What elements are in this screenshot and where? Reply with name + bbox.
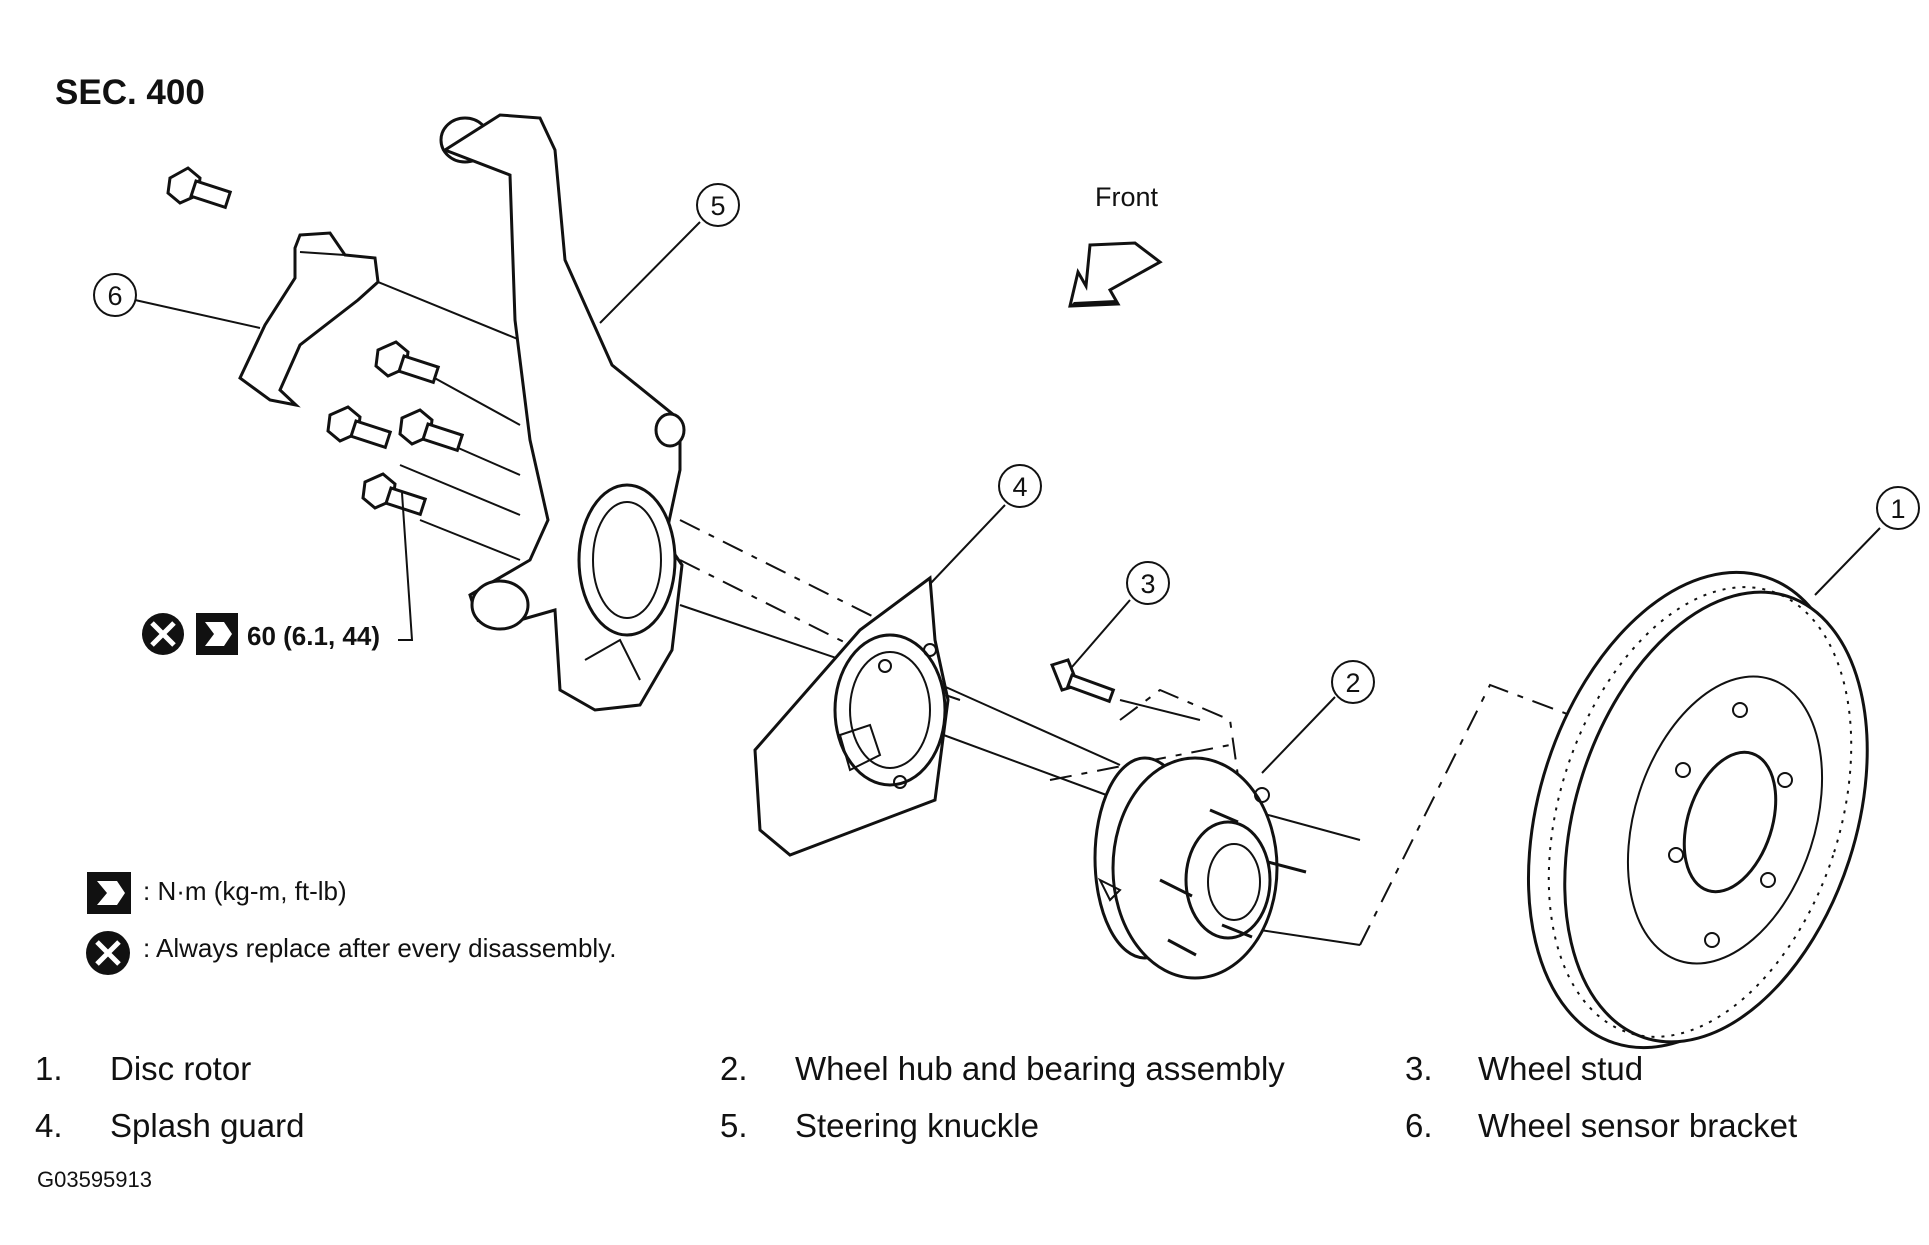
section-label: SEC. 400: [55, 73, 205, 112]
replace-legend-icon: [86, 931, 130, 975]
list-item: 6. Wheel sensor bracket: [1405, 1107, 1797, 1144]
svg-text:1.: 1.: [35, 1050, 63, 1087]
list-item: 5. Steering knuckle: [720, 1107, 1039, 1144]
torque-legend-icon: [87, 872, 131, 914]
svg-text:4: 4: [1012, 472, 1027, 502]
svg-text:3.: 3.: [1405, 1050, 1433, 1087]
callout-6: 6: [93, 273, 261, 329]
callout-4: 4: [929, 464, 1042, 585]
legend-torque-unit: : N·m (kg-m, ft-lb): [143, 876, 347, 906]
callout-5: 5: [599, 183, 740, 324]
knuckle-bolts: [326, 340, 465, 517]
list-item: 1. Disc rotor: [35, 1050, 251, 1087]
svg-text:Splash guard: Splash guard: [110, 1107, 304, 1144]
front-label: Front: [1095, 182, 1159, 212]
wheel-stud: [1050, 658, 1116, 704]
callout-1: 1: [1814, 486, 1920, 596]
svg-text:2: 2: [1345, 668, 1360, 698]
wheel-hub-bearing: [1093, 756, 1307, 980]
disc-rotor: [1526, 570, 1869, 1050]
svg-text:6: 6: [107, 281, 122, 311]
bracket-bolt: [166, 166, 233, 210]
wheel-sensor-bracket: [238, 231, 380, 408]
svg-text:Steering knuckle: Steering knuckle: [795, 1107, 1039, 1144]
svg-text:Wheel hub and bearing assembly: Wheel hub and bearing assembly: [795, 1050, 1285, 1087]
steering-knuckle: [439, 113, 686, 712]
list-item: 4. Splash guard: [35, 1107, 304, 1144]
svg-text:1: 1: [1890, 494, 1905, 524]
splash-guard: [753, 575, 950, 857]
svg-text:5: 5: [710, 191, 725, 221]
parts-list: 1. Disc rotor 2. Wheel hub and bearing a…: [35, 1050, 1797, 1144]
svg-text:3: 3: [1140, 569, 1155, 599]
legend: : N·m (kg-m, ft-lb) : Always replace aft…: [86, 872, 616, 975]
legend-replace-note: : Always replace after every disassembly…: [143, 933, 616, 963]
svg-text:5.: 5.: [720, 1107, 748, 1144]
figure-id: G03595913: [37, 1167, 152, 1192]
callout-3: 3: [1071, 561, 1170, 668]
assembly-lines: [377, 281, 1571, 946]
svg-text:Disc rotor: Disc rotor: [110, 1050, 251, 1087]
svg-text:Wheel stud: Wheel stud: [1478, 1050, 1643, 1087]
svg-text:4.: 4.: [35, 1107, 63, 1144]
front-arrow-icon: [1068, 241, 1163, 308]
torque-wrench-icon: [196, 613, 238, 655]
torque-spec: 60 (6.1, 44): [142, 492, 414, 655]
list-item: 3. Wheel stud: [1405, 1050, 1643, 1087]
svg-text:60 (6.1, 44): 60 (6.1, 44): [247, 621, 380, 651]
replace-icon: [142, 613, 184, 655]
callout-2: 2: [1261, 660, 1375, 774]
list-item: 2. Wheel hub and bearing assembly: [720, 1050, 1285, 1087]
svg-text:Wheel sensor bracket: Wheel sensor bracket: [1478, 1107, 1797, 1144]
svg-text:6.: 6.: [1405, 1107, 1433, 1144]
svg-text:2.: 2.: [720, 1050, 748, 1087]
